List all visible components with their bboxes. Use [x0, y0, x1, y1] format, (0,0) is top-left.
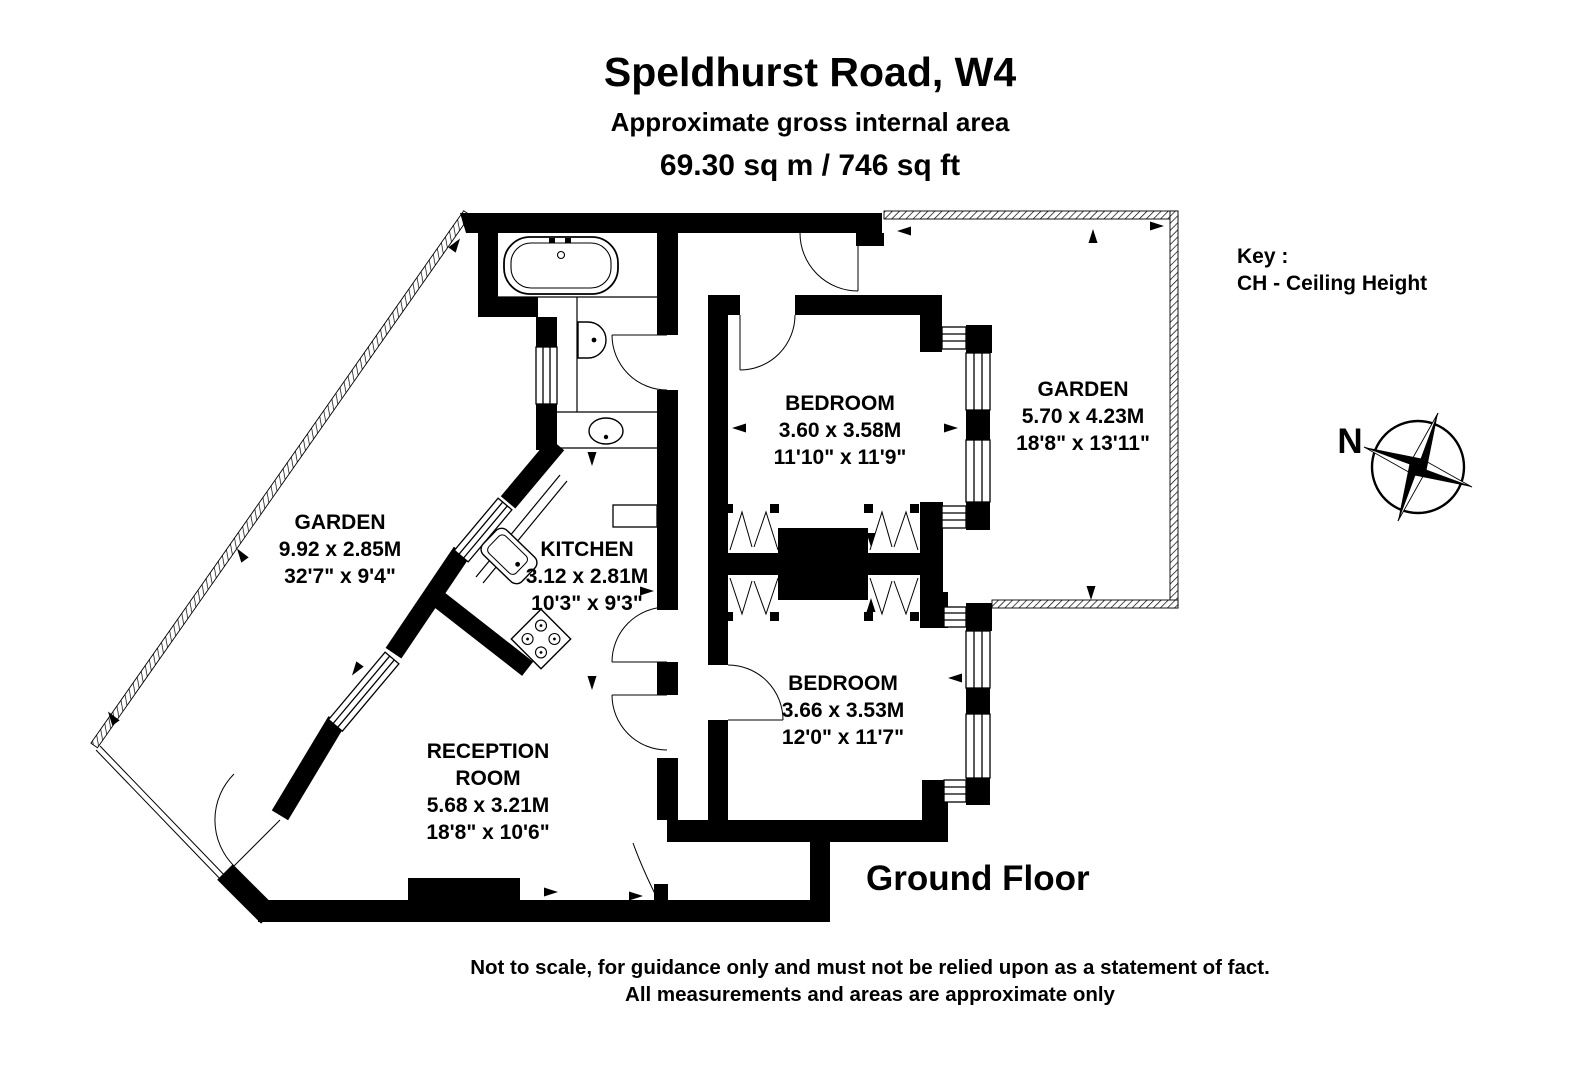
room-imperial: 11'10" x 11'9"	[773, 446, 907, 469]
room-imperial: 10'3" x 9'3"	[531, 592, 643, 615]
room-label-garden-right: GARDEN 5.70 x 4.23M 18'8" x 13'11"	[983, 376, 1183, 457]
toilet	[588, 417, 624, 445]
room-label-garden-left: GARDEN 9.92 x 2.85M 32'7" x 9'4"	[240, 509, 440, 590]
room-label-bedroom-1: BEDROOM 3.60 x 3.58M 11'10" x 11'9"	[740, 390, 940, 471]
key-block: Key : CH - Ceiling Height	[1237, 243, 1457, 297]
bathtub	[503, 236, 619, 295]
room-name: BEDROOM	[788, 672, 898, 695]
kitchen-counter	[612, 504, 658, 528]
footer-disclaimer-line2: All measurements and areas are approxima…	[625, 983, 1115, 1006]
fixtures	[480, 236, 658, 670]
room-imperial: 18'8" x 13'11"	[1016, 432, 1150, 455]
compass-north-label: N	[1337, 422, 1363, 461]
page-area: 69.30 sq m / 746 sq ft	[659, 149, 961, 182]
room-name: KITCHEN	[540, 538, 634, 561]
room-name: GARDEN	[1037, 378, 1129, 401]
room-name: BEDROOM	[785, 392, 895, 415]
room-metric: 9.92 x 2.85M	[278, 538, 402, 561]
room-name: GARDEN	[294, 511, 386, 534]
room-name: RECEPTION ROOM	[426, 740, 550, 790]
room-label-bedroom-2: BEDROOM 3.66 x 3.53M 12'0" x 11'7"	[743, 670, 943, 751]
hob	[510, 608, 572, 670]
walls	[217, 213, 992, 924]
room-imperial: 32'7" x 9'4"	[284, 565, 396, 588]
compass-icon	[1363, 412, 1473, 522]
room-metric: 5.70 x 4.23M	[1021, 405, 1145, 428]
floor-label: Ground Floor	[866, 859, 1090, 898]
room-metric: 3.60 x 3.58M	[778, 419, 902, 442]
room-label-kitchen: KITCHEN 3.12 x 2.81M 10'3" x 9'3"	[487, 536, 687, 617]
footer-disclaimer-line1: Not to scale, for guidance only and must…	[470, 956, 1270, 979]
room-metric: 3.12 x 2.81M	[525, 565, 649, 588]
windows	[327, 326, 991, 803]
room-metric: 3.66 x 3.53M	[781, 699, 905, 722]
room-imperial: 12'0" x 11'7"	[781, 726, 905, 749]
doors	[214, 232, 919, 901]
key-entry: CH - Ceiling Height	[1237, 272, 1428, 295]
room-imperial: 18'8" x 10'6"	[426, 821, 550, 844]
page-title: Speldhurst Road, W4	[603, 49, 1017, 95]
room-metric: 5.68 x 3.21M	[426, 794, 550, 817]
basin	[577, 321, 607, 359]
key-label: Key :	[1237, 245, 1289, 268]
room-label-reception: RECEPTION ROOM 5.68 x 3.21M 18'8" x 10'6…	[413, 738, 563, 846]
dimension-arrows	[107, 221, 1164, 901]
page-subtitle: Approximate gross internal area	[610, 107, 1010, 137]
kitchen-sink	[480, 527, 538, 585]
